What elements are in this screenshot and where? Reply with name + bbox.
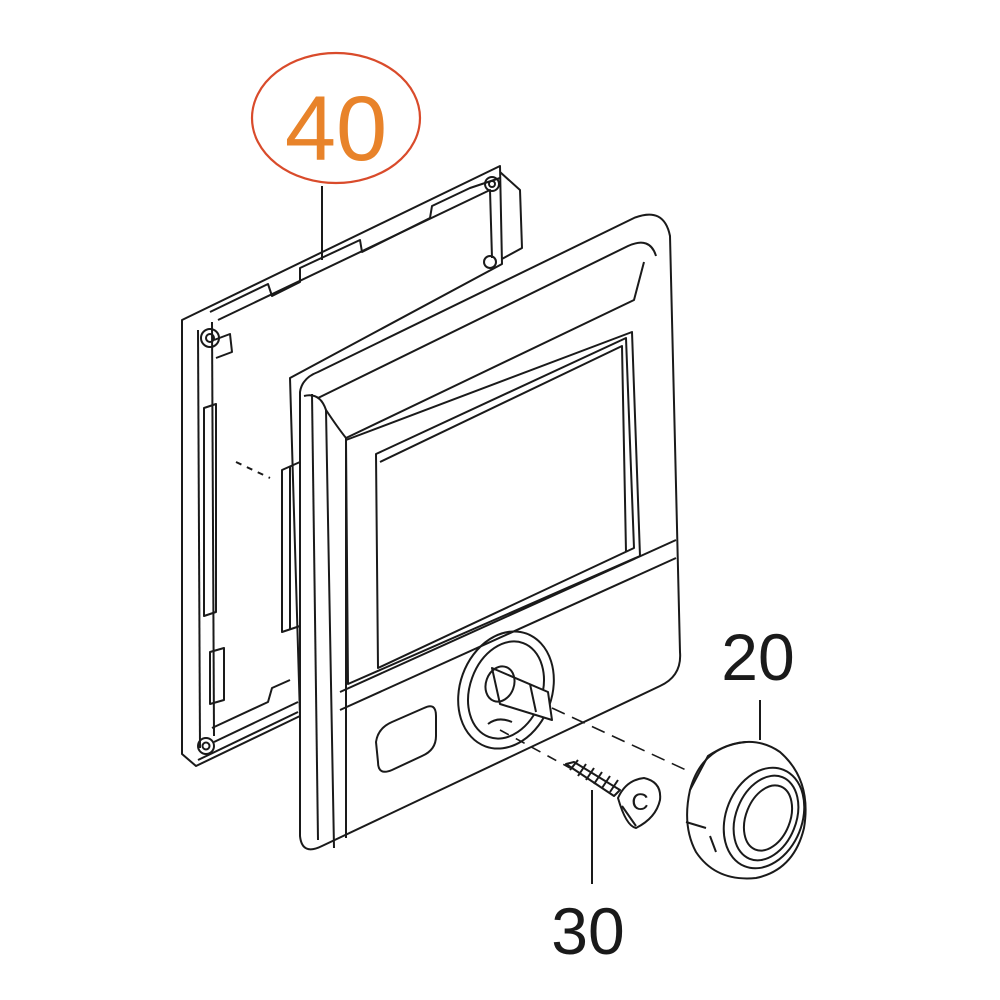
plug-letter: C bbox=[631, 789, 648, 816]
callout-20-label: 20 bbox=[721, 620, 794, 694]
rotary-knob bbox=[685, 700, 807, 880]
callout-40-label: 40 bbox=[285, 78, 387, 180]
callout-30-label: 30 bbox=[551, 894, 624, 968]
front-bezel bbox=[299, 213, 687, 851]
mounting-frame bbox=[181, 165, 523, 767]
callout-40-ring bbox=[250, 51, 422, 185]
screw-and-plug bbox=[565, 759, 662, 884]
